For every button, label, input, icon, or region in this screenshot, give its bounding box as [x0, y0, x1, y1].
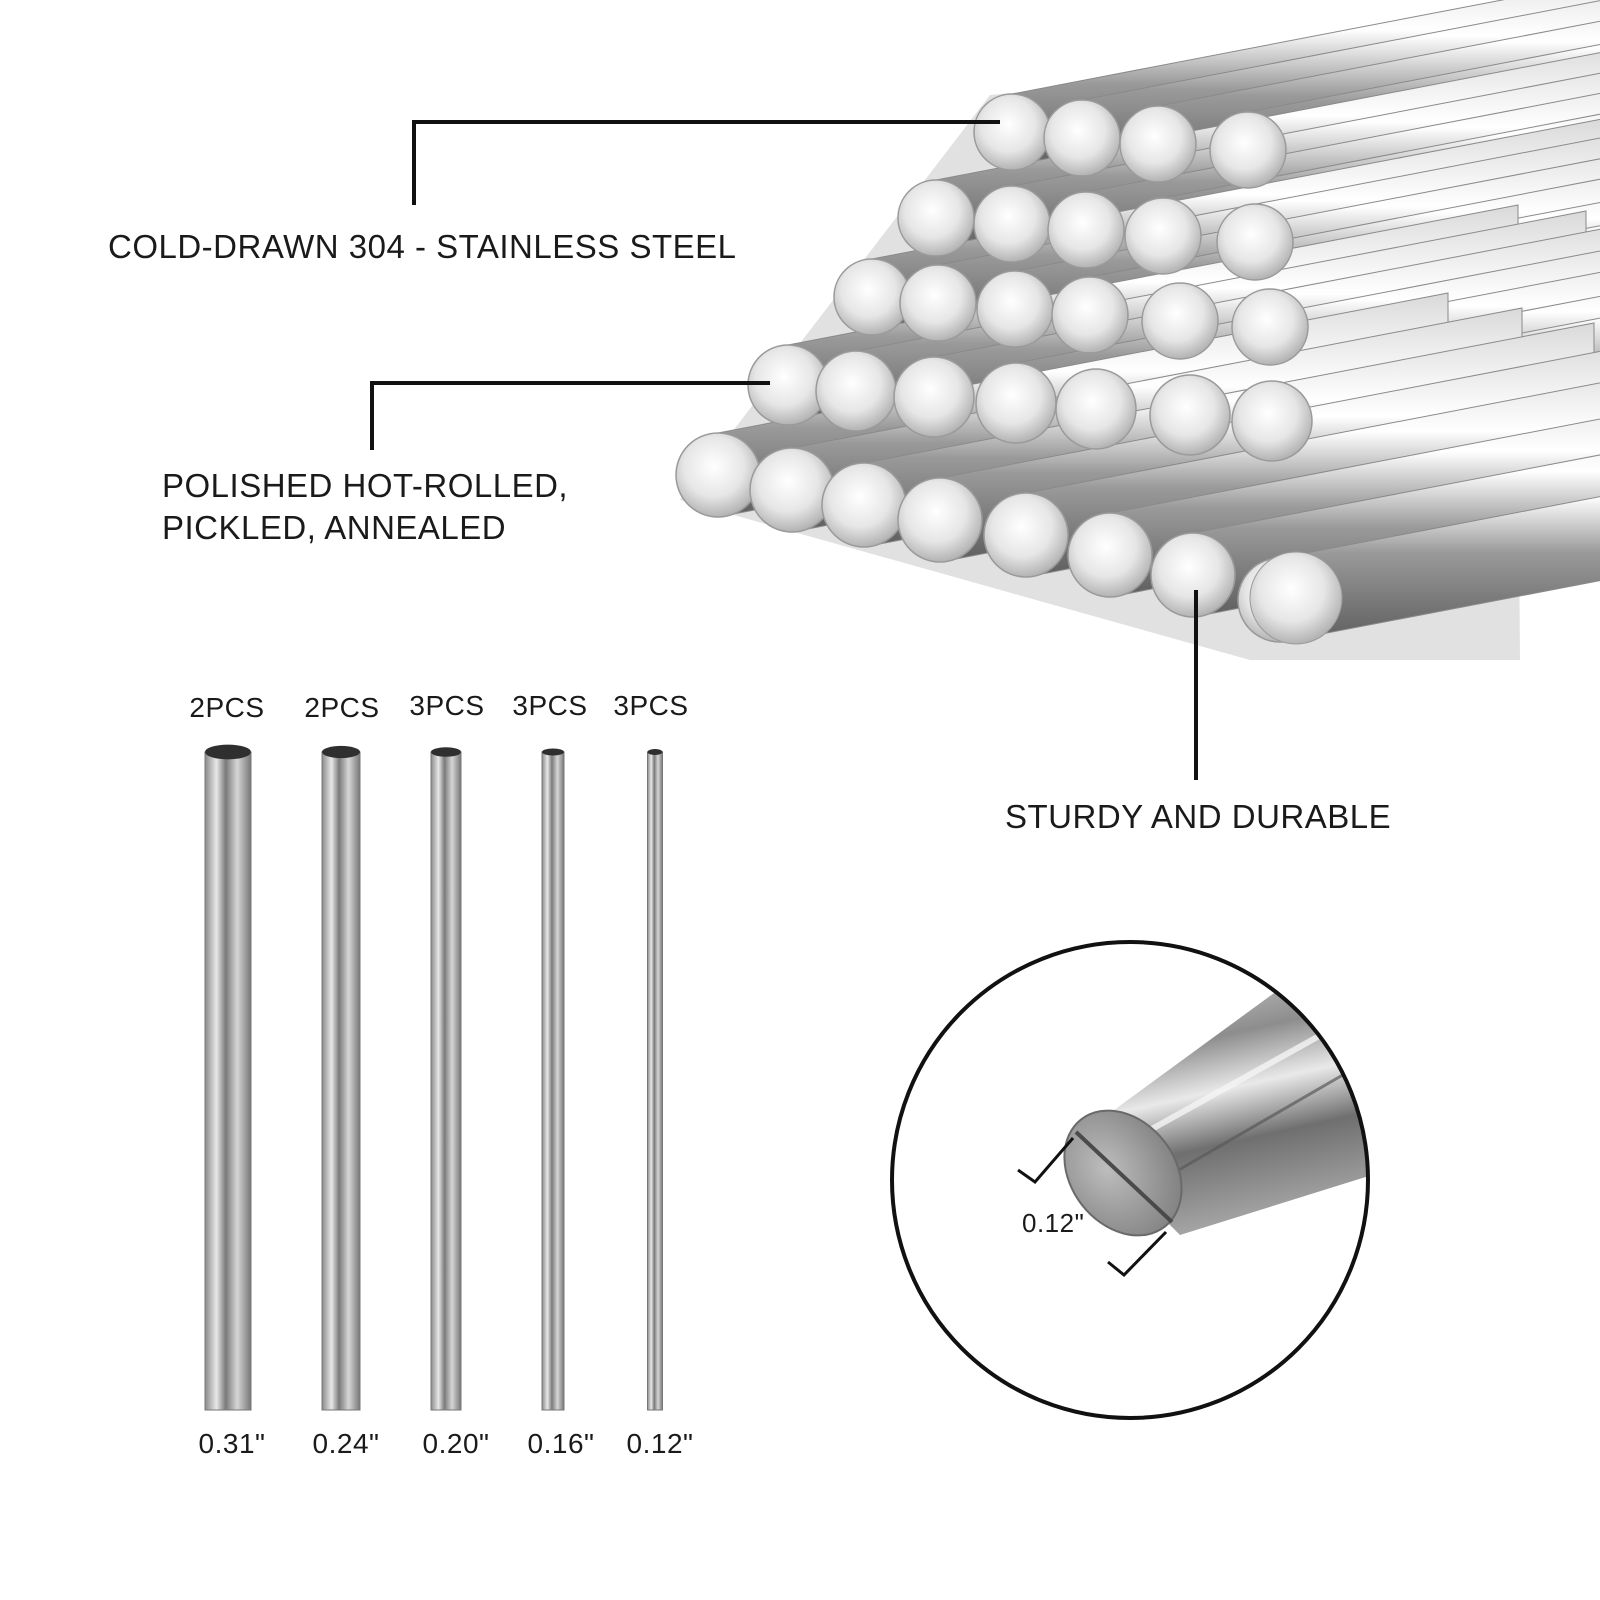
- finish-callout-line1: POLISHED HOT-ROLLED,: [162, 467, 569, 504]
- zoom-diameter-label: 0.12": [1022, 1208, 1085, 1238]
- sample-rod: [541, 751, 565, 1411]
- sample-rod-top: [647, 749, 663, 755]
- sample-rod-top: [205, 744, 251, 760]
- bundle-rod-end: [1216, 203, 1294, 281]
- bundle-rod-end: [897, 179, 975, 257]
- bundle-rod-end: [1124, 197, 1202, 275]
- bundle-rod-end: [973, 93, 1051, 171]
- bundle-rod-end: [1043, 99, 1121, 177]
- bundle-rod-end: [899, 264, 977, 342]
- zoom-dimension-bracket-top: [1017, 1137, 1075, 1185]
- sample-rod-top: [431, 747, 461, 757]
- rod-count-label: 3PCS: [613, 690, 689, 721]
- rod-count-label: 3PCS: [512, 690, 588, 721]
- bundle-rod-end: [833, 258, 911, 336]
- rod-count-label: 2PCS: [189, 692, 265, 723]
- bundle-rod-end: [973, 185, 1051, 263]
- sample-rod: [321, 751, 361, 1411]
- finish-leader-line: [370, 381, 770, 450]
- bundle-rod-end: [893, 356, 975, 438]
- bundle-rod-end: [1141, 282, 1219, 360]
- bundle-rod-end: [976, 270, 1054, 348]
- rod-diameter-label: 0.24": [312, 1428, 380, 1459]
- bundle-rod-end: [1119, 105, 1197, 183]
- rod-diameter-label: 0.20": [422, 1428, 490, 1459]
- sample-rod: [430, 751, 462, 1411]
- bundle-rod-end: [1051, 276, 1129, 354]
- bundle-rod-end: [1055, 368, 1137, 450]
- zoom-detail-circle: [890, 940, 1370, 1420]
- bundle-rod-end: [1149, 374, 1231, 456]
- sample-rod: [204, 751, 252, 1411]
- sample-rod-top: [322, 745, 360, 759]
- rod-count-label: 3PCS: [409, 690, 485, 721]
- bundle-rod-end: [1249, 551, 1343, 645]
- bundle-rod-end: [983, 492, 1069, 578]
- durability-callout: STURDY AND DURABLE: [1005, 798, 1392, 835]
- material-callout: COLD-DRAWN 304 - STAINLESS STEEL: [108, 228, 737, 265]
- bundle-rod-end: [1209, 111, 1287, 189]
- material-leader-line: [412, 120, 1000, 205]
- bundle-rod-end: [975, 362, 1057, 444]
- rod-diameter-label: 0.16": [527, 1428, 595, 1459]
- rod-count-label: 2PCS: [304, 692, 380, 723]
- bundle-rod-end: [821, 462, 907, 548]
- bundle-rod-end: [1231, 288, 1309, 366]
- bundle-rod-end: [1047, 191, 1125, 269]
- zoom-dimension-bracket-bottom: [1107, 1230, 1168, 1278]
- bundle-rod-end: [749, 447, 835, 533]
- bundle-rod-end: [1150, 532, 1236, 618]
- bundle-rod-end: [1231, 380, 1313, 462]
- bundle-rod-end: [1067, 512, 1153, 598]
- bundle-rod-end: [815, 350, 897, 432]
- rod-diameter-label: 0.31": [198, 1428, 266, 1459]
- sample-rod: [647, 751, 663, 1411]
- bundle-rod-end: [897, 477, 983, 563]
- sample-rod-top: [542, 748, 564, 756]
- bundle-rod-end: [675, 432, 761, 518]
- rod-diameter-label: 0.12": [626, 1428, 694, 1459]
- finish-callout-line2: PICKLED, ANNEALED: [162, 509, 507, 546]
